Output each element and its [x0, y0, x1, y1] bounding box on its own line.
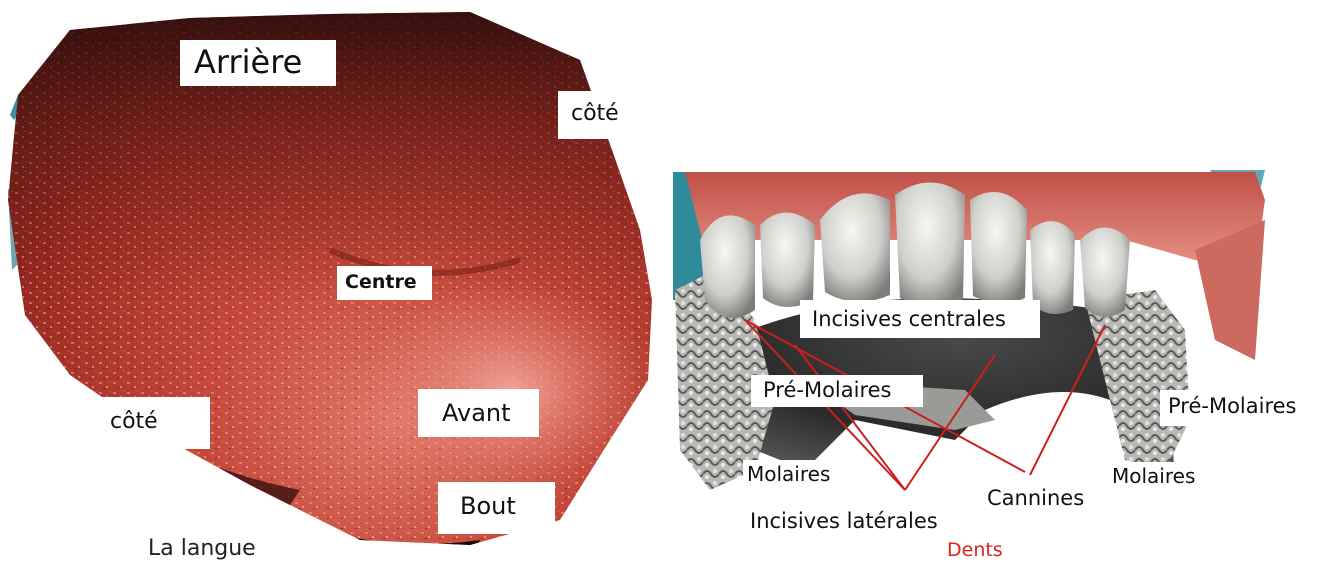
label-side-right: côté: [558, 91, 638, 139]
label-central-incisors: Incisives centrales: [800, 300, 1040, 338]
label-tip: Bout: [438, 482, 555, 534]
label-front: Avant: [418, 389, 539, 437]
label-molars-right: Molaires: [1108, 462, 1218, 492]
tongue-figure: Arrière côté Centre côté Avant Bout La l…: [0, 0, 655, 563]
label-back: Arrière: [180, 40, 336, 86]
label-lateral-incisors: Incisives latérales: [750, 511, 938, 532]
label-center: Centre: [337, 266, 432, 300]
label-premolars-left: Pré-Molaires: [751, 375, 923, 407]
teeth-caption: Dents: [947, 541, 1003, 560]
label-premolars-right: Pré-Molaires: [1160, 390, 1323, 426]
label-canines: Cannines: [987, 488, 1084, 509]
tongue-caption: La langue: [148, 538, 256, 560]
teeth-figure: Incisives centrales Pré-Molaires Pré-Mol…: [655, 0, 1323, 563]
label-molars-left: Molaires: [743, 460, 853, 490]
label-side-left: côté: [100, 397, 210, 449]
